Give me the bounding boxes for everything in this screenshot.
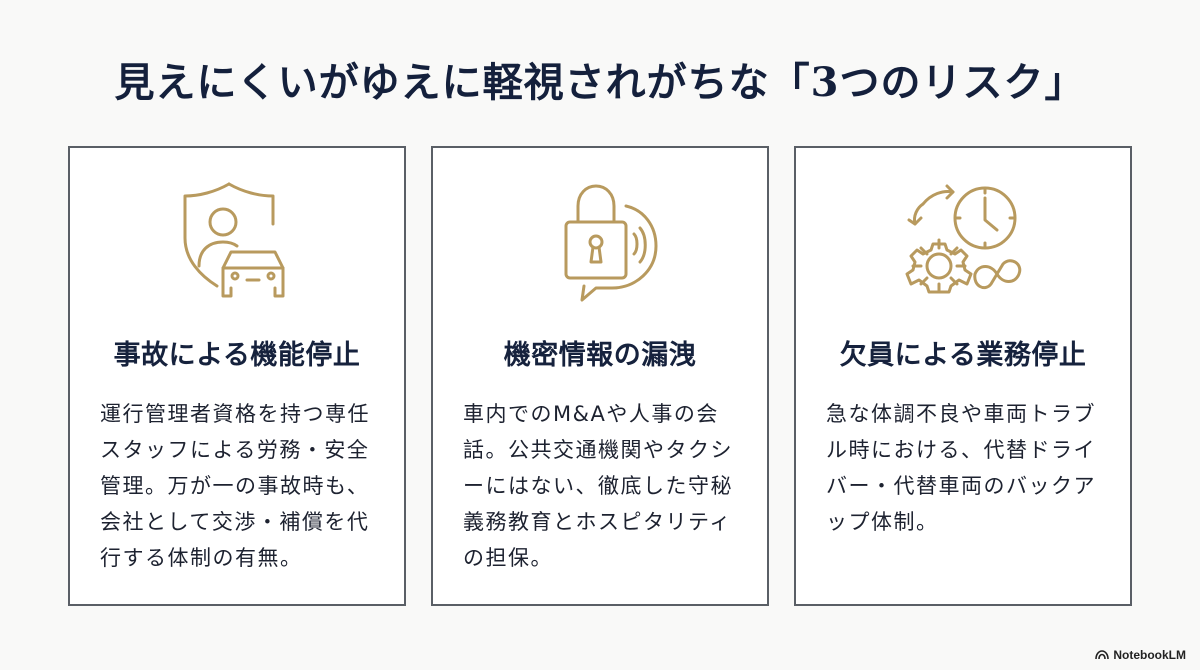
card-description: 急な体調不良や車両トラブル時における、代替ドライバー・代替車両のバックアップ体制… xyxy=(826,402,1096,534)
card-title: 機密情報の漏洩 xyxy=(503,340,697,371)
brand-footer: NotebookLM xyxy=(1095,648,1186,662)
risk-card-accident: 事故による機能停止 運行管理者資格を持つ専任スタッフによる労務・安全管理。万が一… xyxy=(68,146,406,606)
card-title: 欠員による業務停止 xyxy=(839,340,1087,371)
risk-card-leak: 機密情報の漏洩 車内でのM&Aや人事の会話。公共交通機関やタクシーにはない、徹底… xyxy=(431,146,769,606)
risk-card-absence: 欠員による業務停止 急な体調不良や車両トラブル時における、代替ドライバー・代替車… xyxy=(794,146,1132,606)
brand-label: NotebookLM xyxy=(1113,648,1186,662)
clock-gear-infinity-icon xyxy=(796,176,1130,306)
card-description: 車内でのM&Aや人事の会話。公共交通機関やタクシーにはない、徹底した守秘義務教育… xyxy=(463,402,733,570)
padlock-speech-icon xyxy=(433,176,767,306)
notebooklm-logo-icon xyxy=(1095,650,1110,660)
card-description: 運行管理者資格を持つ専任スタッフによる労務・安全管理。万が一の事故時も、会社とし… xyxy=(100,402,370,570)
page-title: 見えにくいがゆえに軽視されがちな「3つのリスク」 xyxy=(114,59,1086,106)
card-title: 事故による機能停止 xyxy=(113,340,361,371)
shield-person-car-icon xyxy=(70,176,404,306)
